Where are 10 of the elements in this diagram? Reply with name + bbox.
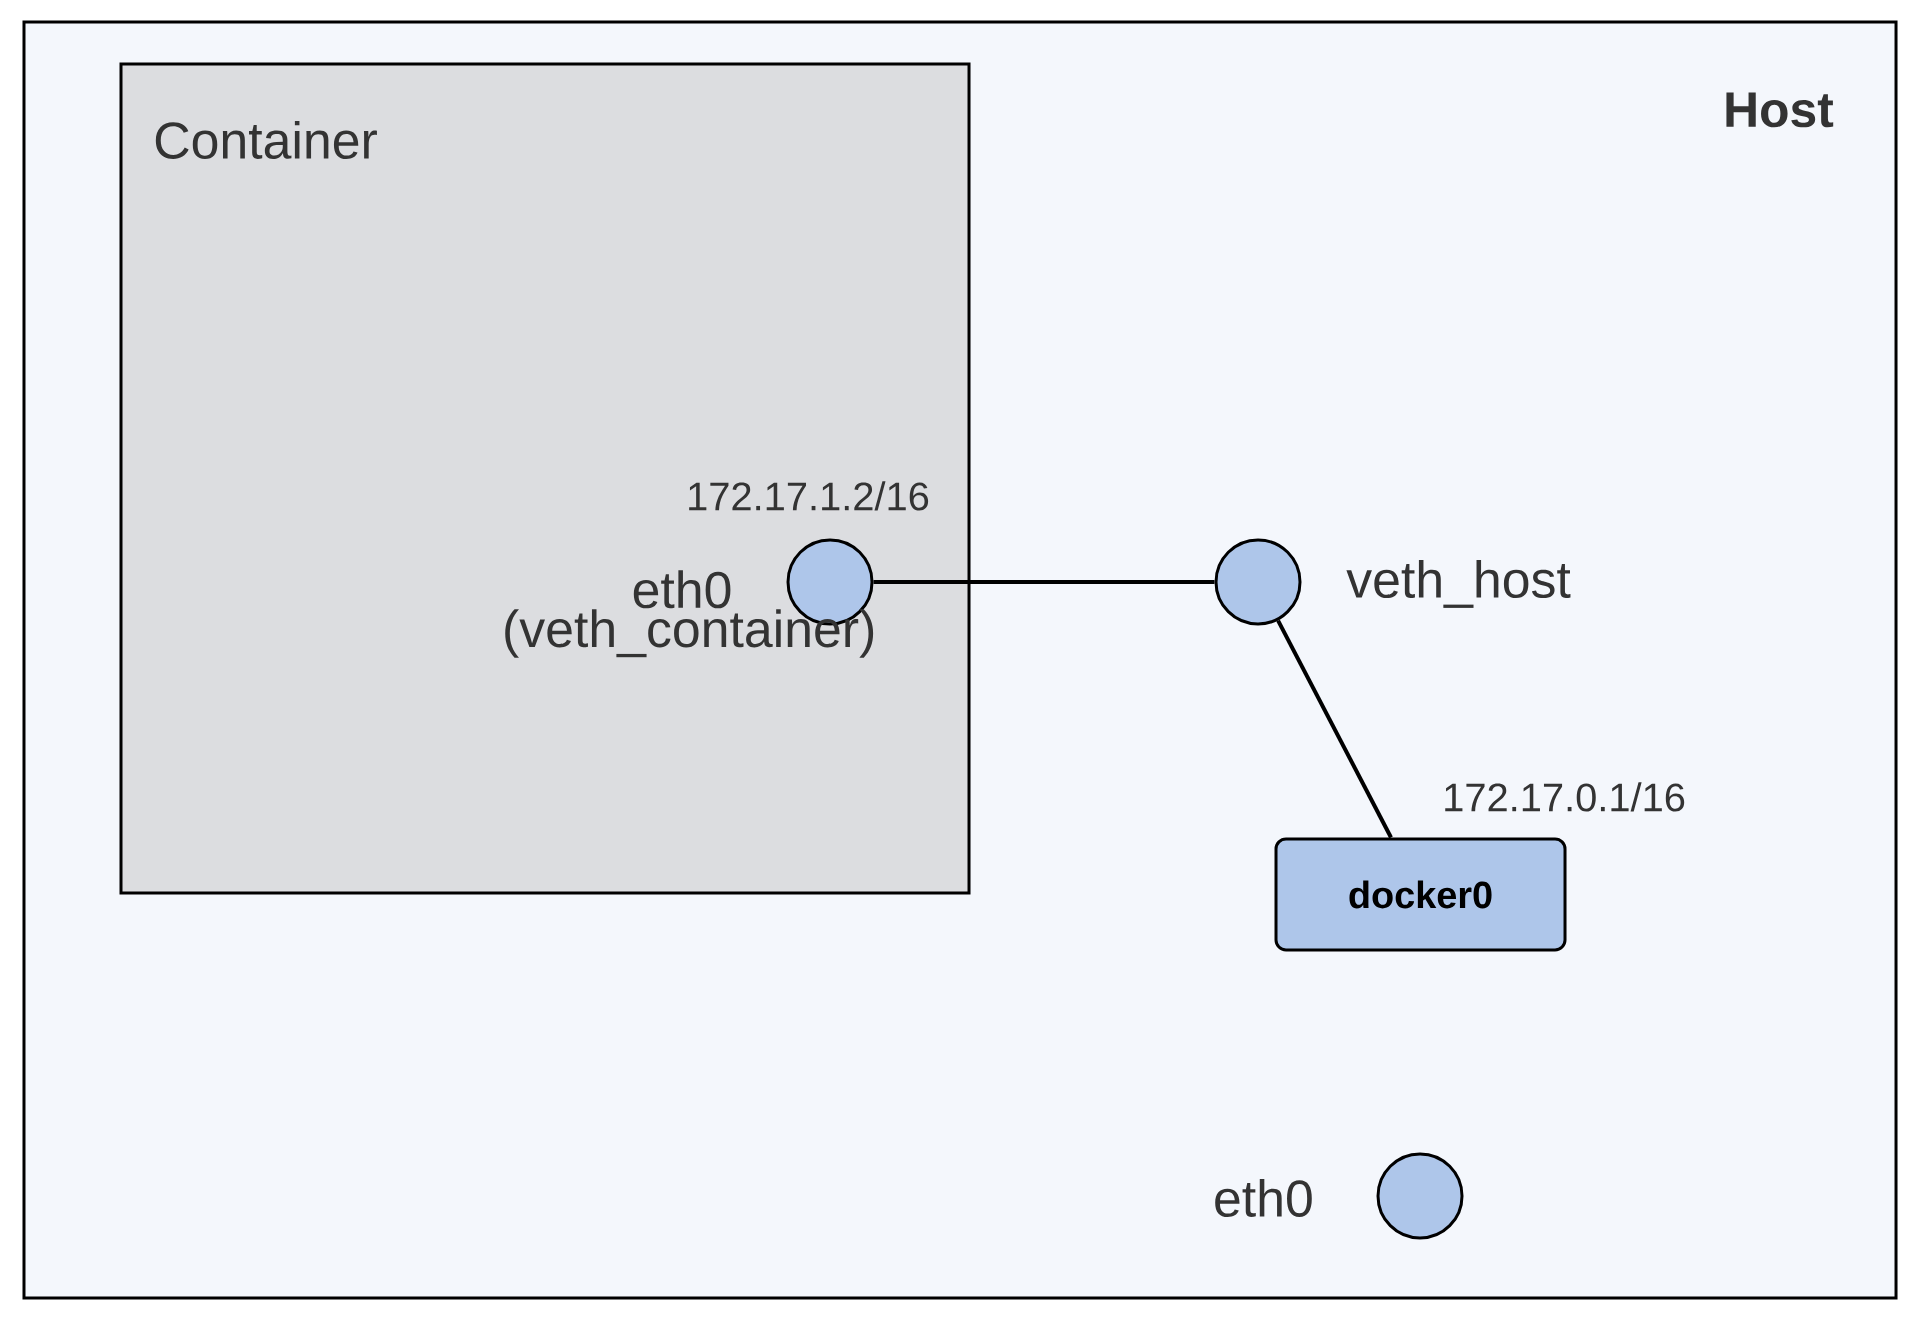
interface-label: eth0 <box>1215 1178 1312 1217</box>
connector-line <box>1276 619 1393 839</box>
interface-circle <box>1376 1152 1464 1240</box>
interface-label: eth0 (veth_container) <box>505 570 874 658</box>
connector-line <box>873 580 1215 584</box>
bridge-box: docker0 <box>1274 837 1567 952</box>
interface-label: veth_host <box>1346 560 1571 608</box>
ip-address-label: 172.17.1.2/16 <box>689 481 929 511</box>
ip-address-label: 172.17.0.1/16 <box>1445 782 1685 812</box>
interface-circle <box>1214 538 1302 626</box>
